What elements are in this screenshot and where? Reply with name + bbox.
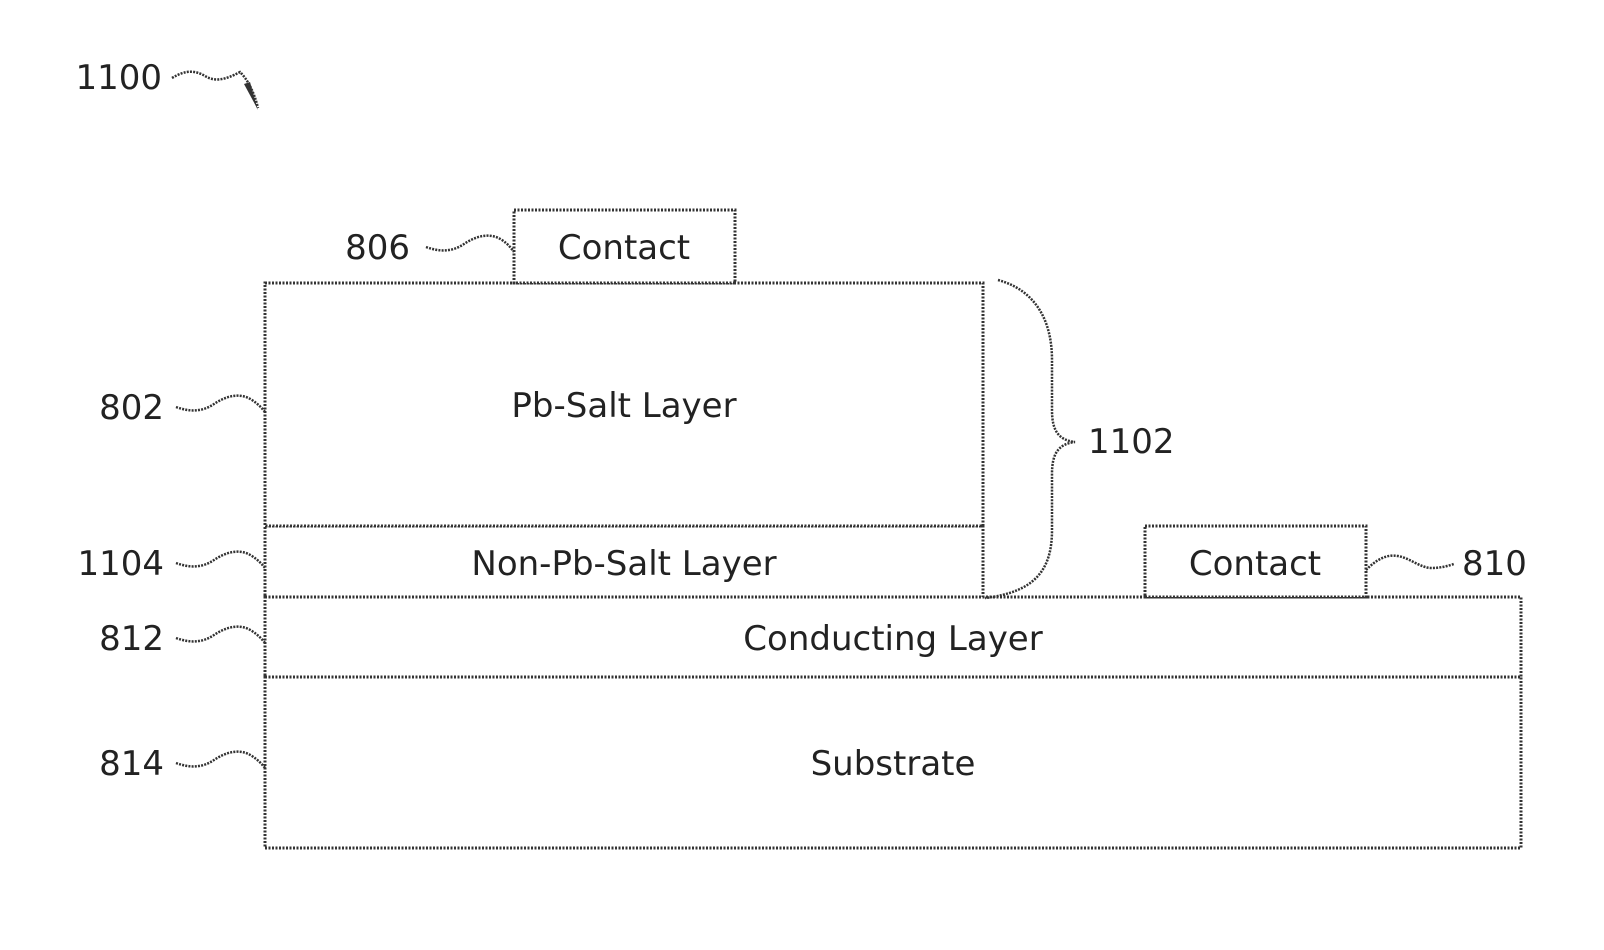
top-contact-leader: [426, 236, 514, 252]
pb-salt-leader: [176, 396, 265, 412]
conducting-layer-label: Conducting Layer: [743, 619, 1042, 659]
figure-number: 1100: [75, 58, 162, 98]
non-pb-salt-layer-label: Non-Pb-Salt Layer: [471, 544, 776, 584]
side-contact-leader: [1366, 556, 1454, 570]
top-contact-label: Contact: [558, 228, 690, 268]
conducting-ref: 812: [99, 619, 164, 659]
top-contact-ref: 806: [345, 228, 410, 268]
stack-brace: [985, 280, 1075, 598]
figure-number-arrowhead: [244, 82, 258, 110]
substrate-leader: [176, 752, 265, 768]
conducting-leader: [176, 627, 265, 643]
substrate-label: Substrate: [811, 744, 976, 784]
side-contact-label: Contact: [1189, 544, 1321, 584]
non-pb-salt-ref: 1104: [77, 544, 164, 584]
non-pb-salt-leader: [176, 552, 265, 568]
substrate-ref: 814: [99, 744, 164, 784]
pb-salt-ref: 802: [99, 388, 164, 428]
pb-salt-layer-label: Pb-Salt Layer: [511, 386, 736, 426]
side-contact-ref: 810: [1462, 544, 1527, 584]
stack-ref: 1102: [1088, 422, 1175, 462]
figure-number-arrow: [172, 72, 258, 108]
